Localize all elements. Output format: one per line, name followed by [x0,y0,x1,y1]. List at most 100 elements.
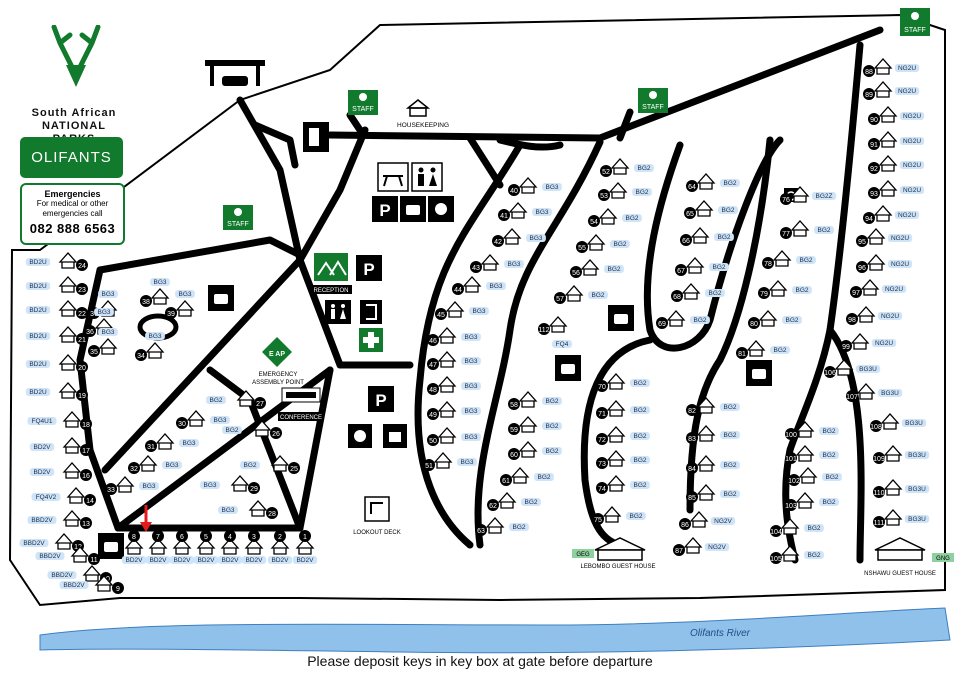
unit-code-bg [622,214,642,222]
unit-code: BG2 [807,525,820,532]
lookout-label: LOOKOUT DECK [353,530,401,536]
unit-number-badge [76,333,88,345]
hut-icon [62,411,82,428]
cooking-icon-lebombo-north [608,305,634,331]
unit-number-badge [856,261,868,273]
unit-number: 60 [510,452,518,459]
unit-code: BD2V [150,557,168,564]
unit-code-bg [175,290,195,298]
unit-number: 75 [594,517,602,524]
telephone-icon [360,300,382,324]
unit-code: BBD2V [39,553,61,560]
unit-code: BG3 [529,235,542,242]
unit-code-bg [899,161,925,169]
unit-number: 9 [116,586,120,593]
hut-icon [172,538,192,555]
unit-code: BD2V [126,557,144,564]
picnic-icon [377,162,409,192]
unit-code-bg [542,447,562,455]
unit-number-badge [840,340,852,352]
unit-code-bg [630,406,650,414]
toilets-icon-reception [325,300,351,324]
unit-code: NG2U [891,235,909,242]
unit-code-bg [169,556,195,564]
hut-icon [880,413,900,430]
unit-code: BG2 [243,462,256,469]
unit-code: BG2 [633,433,646,440]
unit-number: 85 [688,495,696,502]
unit-number: 8 [132,534,136,541]
hut-icon [883,479,903,496]
parking-icon-mid: P [368,386,394,412]
reception-label: RECEPTION [313,288,348,294]
fuel-icon [303,122,329,152]
unit-number: 53 [600,193,608,200]
unit-number-badge [671,290,683,302]
unit-code: BD2U [29,283,47,290]
unit-code: BG3 [153,279,166,286]
unit-number: 73 [598,461,606,468]
unit-code-bg [29,443,55,451]
unit-code-bg [217,556,243,564]
unit-code: BD2V [272,557,290,564]
unit-code-bg [710,517,736,525]
unit-number-badge [873,516,885,528]
unit-code: BG2 [822,499,835,506]
unit-code: BG2 [633,380,646,387]
unit-code: NG2U [898,65,916,72]
unit-code: BG3 [213,417,226,424]
unit-number-badge [576,241,588,253]
unit-number: 11 [90,557,97,564]
hut-icon [437,376,457,393]
unit-number: 93 [870,191,878,198]
unit-number: 45 [437,312,445,319]
hut-icon [580,259,600,276]
unit-code: NG2U [885,286,903,293]
unit-code: BD2V [174,557,192,564]
unit-code: BG3 [221,507,234,514]
unit-code: BG2 [225,427,238,434]
hut-icon [270,455,290,472]
unit-code-bg [714,233,734,241]
unit-number-badge [686,462,698,474]
unit-number: 100 [785,432,797,439]
unit-number-badge [736,347,748,359]
unit-number: 59 [510,427,518,434]
unit-number: 66 [682,238,690,245]
hut-icon [518,391,538,408]
unit-code: BG2 [537,474,550,481]
cooking-icon-east [746,360,772,386]
unit-number: 74 [598,486,606,493]
unit-number-badge [596,433,608,445]
unit-code: BG3U [905,420,923,427]
unit-number-badge [76,283,88,295]
unit-code: NG2U [898,88,916,95]
hut-icon [610,158,630,175]
unit-code-bg [720,461,740,469]
hut-icon [795,492,815,509]
reception-icon [314,253,348,281]
